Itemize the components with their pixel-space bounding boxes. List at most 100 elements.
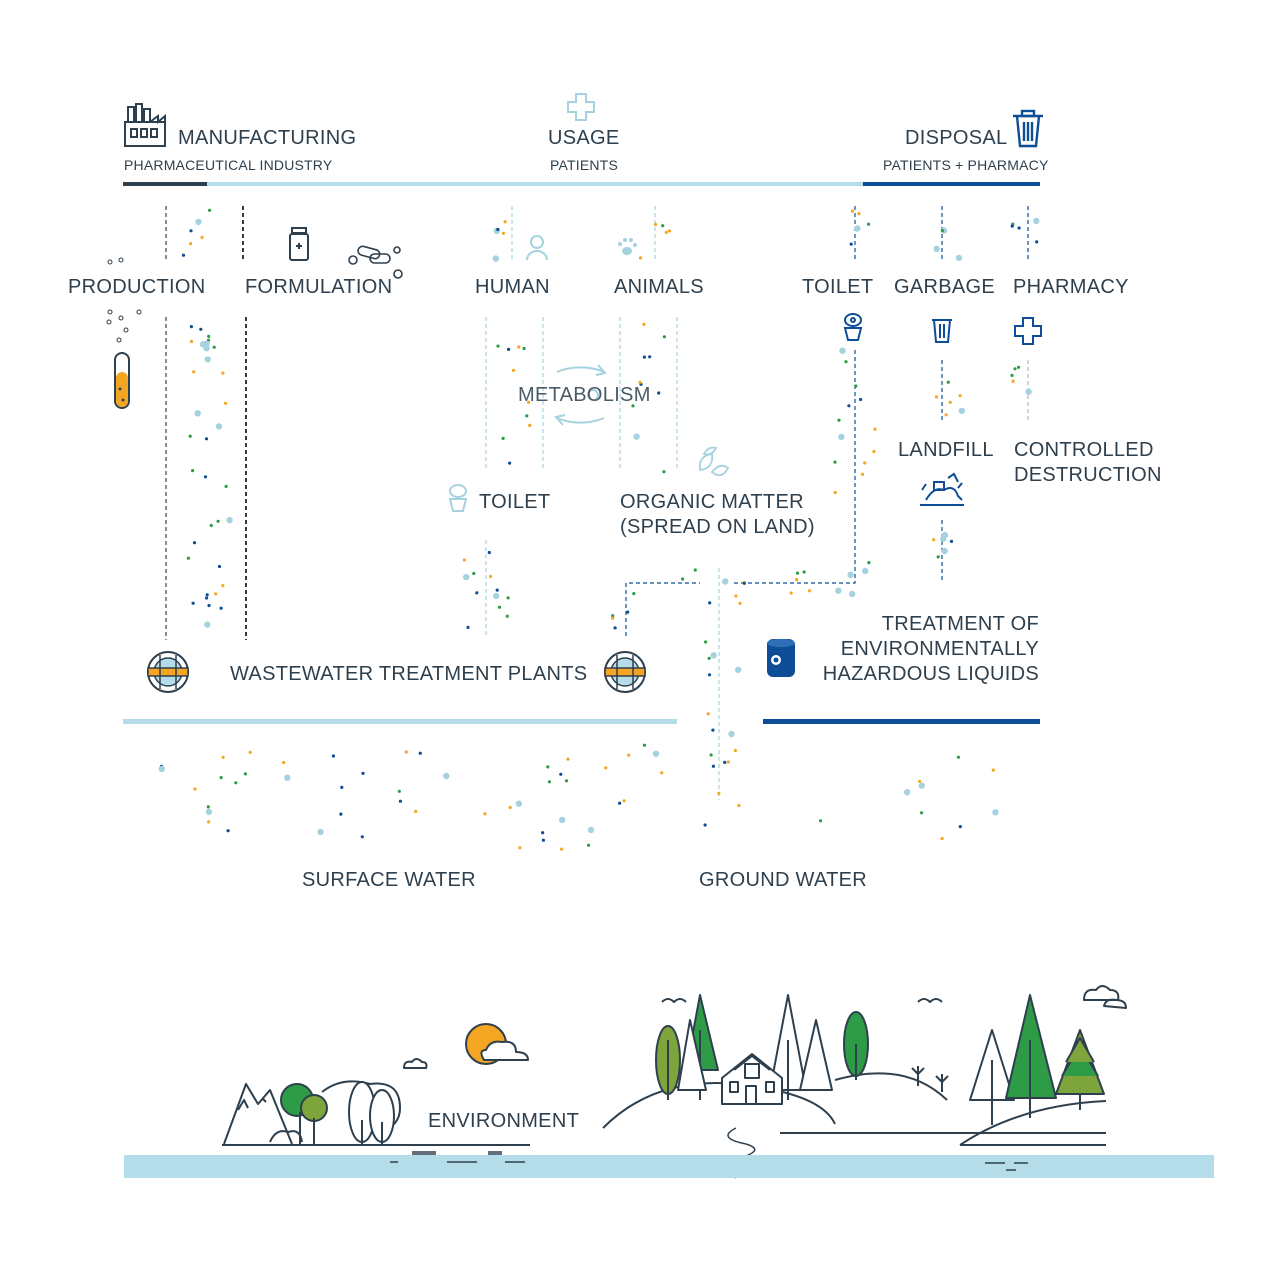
particle-dot bbox=[652, 750, 660, 757]
particle-dot bbox=[284, 774, 291, 781]
particle-dot bbox=[738, 601, 742, 605]
particle-dot bbox=[204, 621, 211, 628]
particle-dot bbox=[946, 380, 950, 384]
particle-dot bbox=[940, 229, 945, 233]
bird-icon bbox=[917, 998, 943, 1003]
particle-dot bbox=[508, 805, 512, 810]
particle-dot bbox=[506, 596, 510, 600]
particle-dot bbox=[518, 846, 522, 850]
particle-dot bbox=[503, 220, 507, 224]
particle-dot bbox=[941, 547, 948, 555]
flow-lines bbox=[165, 206, 1029, 800]
particle-dot bbox=[493, 592, 500, 600]
cloud-icon bbox=[403, 1058, 428, 1069]
stage-disposal-subtitle: PATIENTS + PHARMACY bbox=[883, 157, 1049, 173]
factory-icon bbox=[124, 103, 166, 147]
particle-dot bbox=[622, 799, 626, 803]
particle-dot bbox=[737, 803, 741, 808]
particle-dot bbox=[632, 592, 636, 596]
particle-dot bbox=[958, 825, 962, 829]
particle-dot bbox=[1010, 224, 1014, 228]
particle-dot bbox=[462, 558, 466, 562]
particle-dot bbox=[207, 334, 211, 338]
particle-dot bbox=[847, 404, 851, 408]
particle-dot bbox=[466, 625, 470, 630]
mountain-icon bbox=[223, 1083, 293, 1145]
medical-cross-icon bbox=[567, 93, 595, 121]
particle-dot bbox=[475, 591, 479, 595]
particle-dot bbox=[662, 470, 666, 474]
particle-dot bbox=[844, 360, 848, 364]
landscape-scene bbox=[222, 985, 1127, 1179]
label-organic-matter: ORGANIC MATTER (SPREAD ON LAND) bbox=[620, 491, 815, 538]
particle-dot bbox=[495, 588, 499, 592]
label-environment: ENVIRONMENT bbox=[428, 1110, 580, 1132]
particle-dot bbox=[204, 356, 211, 363]
particle-dot bbox=[849, 242, 853, 246]
label-metabolism: METABOLISM bbox=[518, 384, 651, 406]
particle-dot bbox=[340, 785, 344, 790]
particle-dot bbox=[546, 765, 550, 769]
particle-dot bbox=[200, 235, 204, 239]
particle-dot bbox=[657, 391, 661, 395]
contaminant-particles bbox=[158, 208, 1040, 851]
particle-dot bbox=[339, 812, 343, 816]
particle-dot bbox=[497, 605, 502, 609]
particle-dot bbox=[560, 847, 564, 851]
particle-dot bbox=[1017, 365, 1021, 369]
label-garbage: GARBAGE bbox=[894, 276, 996, 298]
particle-dot bbox=[195, 218, 202, 226]
particle-dot bbox=[397, 789, 401, 793]
particle-dot bbox=[483, 812, 487, 816]
particle-dot bbox=[958, 394, 962, 398]
particle-dot bbox=[217, 564, 222, 569]
particle-dot bbox=[224, 484, 228, 488]
particle-dot bbox=[735, 666, 742, 673]
particle-dot bbox=[819, 819, 823, 823]
particle-dot bbox=[955, 254, 963, 262]
particle-dot bbox=[221, 755, 225, 759]
particle-dot bbox=[199, 327, 203, 331]
particle-dot bbox=[854, 384, 858, 388]
tree-icon bbox=[655, 994, 949, 1100]
particle-dot bbox=[219, 606, 223, 610]
particle-dot bbox=[418, 751, 422, 755]
particle-dot bbox=[862, 567, 869, 575]
particle-dot bbox=[660, 771, 664, 775]
particle-dot bbox=[226, 829, 230, 833]
stage-disposal-title: DISPOSAL bbox=[905, 127, 1008, 149]
particle-dot bbox=[515, 800, 523, 807]
particle-dot bbox=[566, 757, 570, 761]
particle-dot bbox=[528, 423, 532, 427]
particle-dot bbox=[517, 345, 521, 349]
particle-dot bbox=[709, 753, 713, 757]
particle-dot bbox=[189, 325, 193, 329]
particle-dot bbox=[501, 436, 505, 440]
particle-dot bbox=[734, 594, 738, 598]
particle-dot bbox=[207, 603, 211, 608]
particle-dot bbox=[205, 808, 213, 816]
particle-dot bbox=[360, 835, 364, 839]
particle-dot bbox=[193, 787, 197, 791]
particle-dot bbox=[934, 395, 939, 399]
particle-dot bbox=[638, 380, 642, 384]
label-toilet-disposal: TOILET bbox=[802, 276, 874, 298]
particle-dot bbox=[215, 423, 223, 430]
particle-dot bbox=[282, 760, 286, 765]
particle-dot bbox=[710, 652, 717, 659]
particle-dot bbox=[587, 843, 591, 847]
particle-dot bbox=[547, 780, 552, 784]
particle-dot bbox=[833, 490, 837, 495]
particle-dot bbox=[209, 523, 213, 528]
particle-dot bbox=[918, 779, 922, 783]
particle-dot bbox=[414, 809, 418, 814]
pharmacy-cross-icon bbox=[1014, 317, 1042, 345]
particle-dot bbox=[203, 340, 210, 347]
stage-manufacturing-title: MANUFACTURING bbox=[178, 127, 357, 149]
particle-dot bbox=[807, 589, 812, 593]
particle-dot bbox=[861, 472, 865, 476]
particle-dot bbox=[613, 626, 617, 630]
particle-dot bbox=[404, 750, 408, 754]
particle-dot bbox=[664, 230, 668, 234]
